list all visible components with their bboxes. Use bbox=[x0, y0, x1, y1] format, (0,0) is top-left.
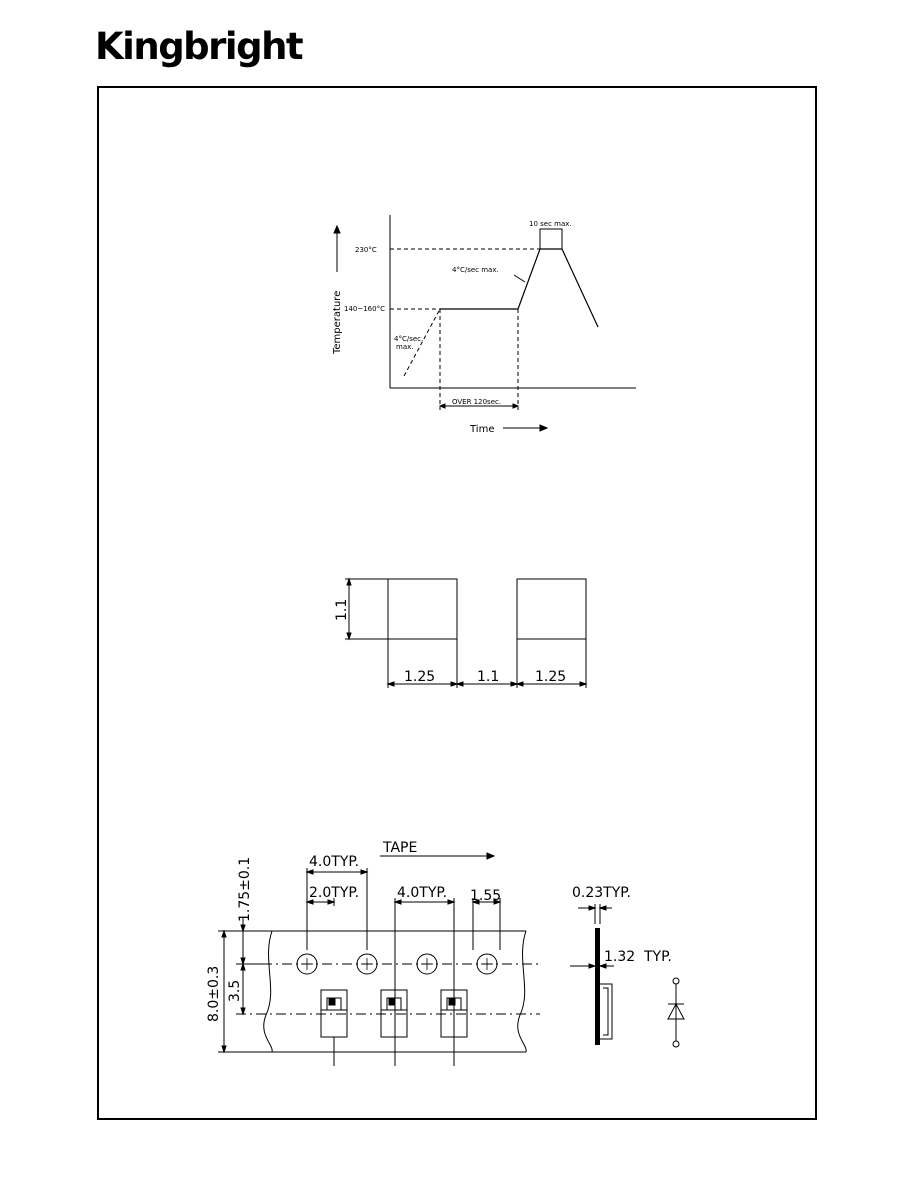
soak-temp-label: 140~160°C bbox=[344, 305, 385, 313]
pitch-label: 4.0TYP. bbox=[397, 885, 447, 901]
hole-diameter-label: 1.55 bbox=[470, 888, 501, 904]
tape-direction-label: TAPE bbox=[382, 840, 417, 856]
pitch-top-label: 4.0TYP. bbox=[309, 854, 359, 870]
soak-time-label: OVER 120sec. bbox=[452, 398, 501, 406]
peak-temp-label: 230°C bbox=[355, 246, 377, 254]
thickness-label: 0.23TYP. bbox=[572, 885, 631, 901]
time-axis-label: Time bbox=[469, 424, 494, 435]
preheat-rate-label-2: max. bbox=[396, 343, 413, 351]
preheat-ramp bbox=[403, 308, 441, 377]
pad-width-right-label: 1.25 bbox=[535, 669, 566, 685]
half-pitch-label: 2.0TYP. bbox=[309, 885, 359, 901]
sprocket-hole-4 bbox=[476, 953, 498, 975]
ramp-rate-label: 4°C/sec max. bbox=[452, 266, 499, 274]
pad-right bbox=[516, 578, 587, 640]
kingbright-logo: Kingbright bbox=[95, 25, 304, 68]
sprocket-hole-3 bbox=[416, 953, 438, 975]
pocket-2 bbox=[380, 989, 408, 1038]
reflow-profile-chart bbox=[333, 215, 636, 432]
pad-left bbox=[387, 578, 458, 640]
sprocket-hole-2 bbox=[356, 953, 378, 975]
preheat-rate-label: 4°C/sec. bbox=[394, 335, 423, 343]
edge-offset-label: 1.75±0.1 bbox=[237, 857, 253, 922]
tape-width-label: 8.0±0.3 bbox=[206, 966, 222, 1022]
temperature-axis-label: Temperature bbox=[332, 291, 343, 355]
pad-height-label: 1.1 bbox=[334, 599, 350, 621]
content-frame bbox=[97, 86, 817, 1120]
sprocket-hole-1 bbox=[296, 953, 318, 975]
pad-layout bbox=[345, 577, 588, 688]
peak-time-label: 10 sec max. bbox=[529, 220, 572, 228]
diode-symbol-icon bbox=[667, 977, 685, 1048]
depth-unit-label: TYP. bbox=[643, 949, 672, 965]
pad-gap-label: 1.1 bbox=[477, 669, 499, 685]
pad-width-left-label: 1.25 bbox=[404, 669, 435, 685]
row-offset-label: 3.5 bbox=[227, 980, 243, 1002]
profile-curve bbox=[440, 248, 599, 328]
tape-drawing bbox=[218, 852, 540, 1066]
tape-side-view bbox=[570, 904, 614, 1045]
depth-value-label: 1.32 bbox=[604, 949, 635, 965]
